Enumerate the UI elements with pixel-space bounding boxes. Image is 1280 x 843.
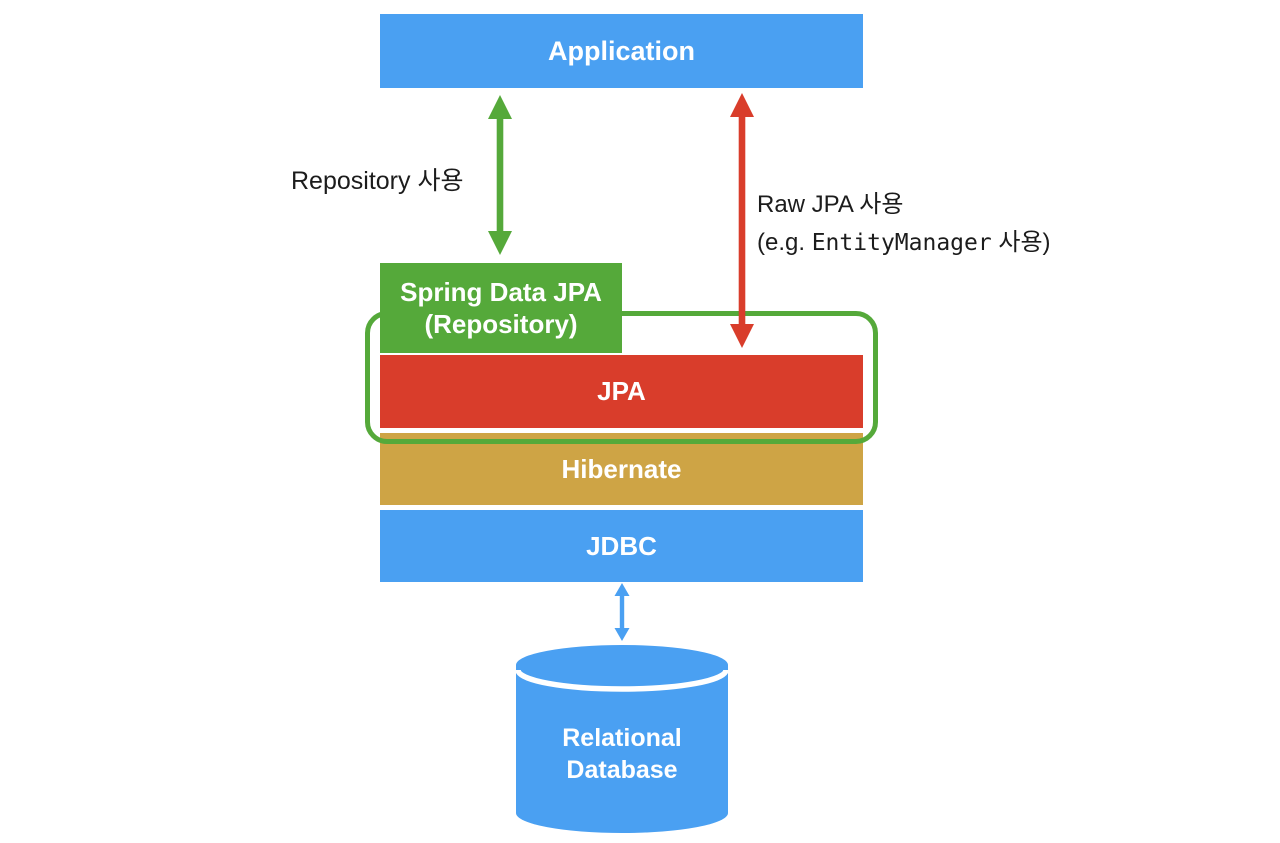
hibernate-box: Hibernate <box>380 433 863 505</box>
database-label-line1: Relational <box>562 724 682 752</box>
jdbc-box: JDBC <box>380 510 863 582</box>
database-label: Relational Database <box>516 645 728 833</box>
raw-jpa-usage-line2-prefix: (e.g. <box>757 229 812 256</box>
repository-usage-label: Repository 사용 <box>291 167 464 195</box>
jpa-box: JPA <box>380 355 863 428</box>
jpa-label: JPA <box>597 376 646 406</box>
raw-jpa-usage-line2: (e.g. EntityManager 사용) <box>757 224 1051 262</box>
application-box: Application <box>380 14 863 88</box>
hibernate-label: Hibernate <box>561 453 682 484</box>
jdbc-label: JDBC <box>586 530 657 561</box>
database-cylinder-icon <box>516 645 728 833</box>
application-jpa-arrow-icon <box>730 93 754 348</box>
raw-jpa-usage-label: Raw JPA 사용 (e.g. EntityManager 사용) <box>757 186 1051 262</box>
entity-manager-code-text: EntityManager <box>811 230 992 256</box>
database-label-line2: Database <box>566 756 678 784</box>
jdbc-database-arrow-icon <box>614 583 630 641</box>
spring-data-jpa-label-line2: (Repository) <box>424 309 578 339</box>
raw-jpa-usage-line2-suffix: 사용) <box>991 229 1051 256</box>
spring-data-jpa-box: Spring Data JPA (Repository) <box>380 263 622 353</box>
raw-jpa-usage-line1: Raw JPA 사용 <box>757 191 904 218</box>
spring-data-jpa-label-line1: Spring Data JPA <box>400 277 602 307</box>
application-spring-arrow-icon <box>488 95 512 255</box>
application-label: Application <box>548 35 695 66</box>
